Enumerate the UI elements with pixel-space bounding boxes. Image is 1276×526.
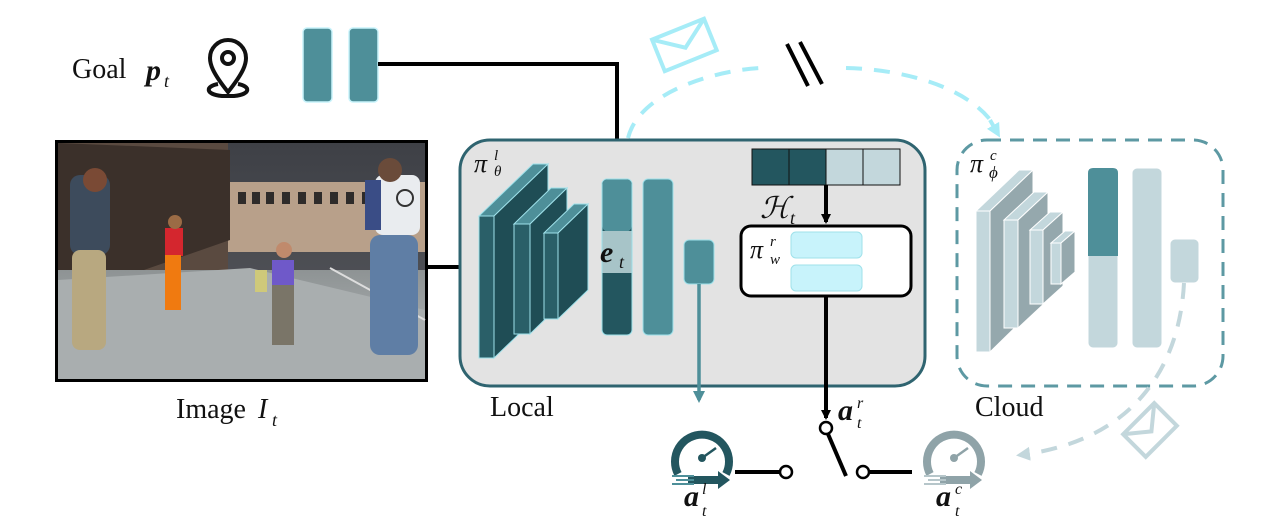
- goal-to-embedding-arrow: [378, 62, 622, 170]
- cloud-hidden-layer-bar: [1131, 167, 1163, 349]
- local-label: Local: [490, 392, 554, 423]
- cloud-embedding-bar: [1087, 167, 1119, 349]
- svg-text:Local: Local: [490, 392, 554, 423]
- svg-text:t: t: [790, 208, 796, 228]
- embedding-bar: e t: [600, 178, 633, 336]
- goal-encoder-bar-1: [302, 27, 333, 103]
- svg-text:θ: θ: [494, 164, 502, 180]
- svg-text:c: c: [990, 148, 997, 164]
- svg-text:π: π: [474, 149, 488, 178]
- svg-text:l: l: [494, 148, 498, 164]
- svg-text:Image: Image: [176, 394, 246, 425]
- svg-text:p: p: [143, 54, 161, 87]
- svg-text:l: l: [702, 481, 707, 498]
- action-cloud-label: a c t: [936, 480, 962, 520]
- history-buffer: [751, 148, 901, 186]
- local-action-head: [683, 239, 715, 285]
- switch-icon: [735, 420, 912, 480]
- speedometer-icon: [923, 430, 985, 489]
- local-cnn-encoder: [477, 162, 590, 360]
- link-broken-icon: [785, 41, 824, 87]
- local-policy-label: π l θ: [474, 148, 502, 180]
- cloud-cnn-encoder: [974, 168, 1077, 354]
- svg-text:r: r: [857, 395, 864, 412]
- svg-text:c: c: [955, 481, 962, 498]
- location-pin-icon: [206, 38, 250, 98]
- svg-text:r: r: [770, 234, 776, 250]
- speedometer-icon: [671, 430, 733, 489]
- cloud-label: Cloud: [975, 392, 1043, 423]
- svg-text:t: t: [619, 252, 625, 272]
- svg-text:a: a: [684, 480, 699, 513]
- svg-text:ℋ: ℋ: [760, 192, 794, 225]
- camera-image: [55, 140, 428, 382]
- router-policy-label: π r w: [750, 234, 780, 268]
- svg-text:t: t: [955, 503, 960, 520]
- upload-arc-arrow: [626, 66, 1000, 139]
- envelope-icon: [649, 16, 720, 74]
- svg-text:e: e: [600, 236, 613, 269]
- svg-text:a: a: [936, 480, 951, 513]
- envelope-icon: [1120, 400, 1180, 460]
- router-layer-1: [790, 231, 863, 259]
- goal-label: Goal p t: [72, 54, 170, 91]
- router-layer-2: [790, 264, 863, 292]
- history-label: ℋ t: [760, 192, 796, 228]
- svg-text:t: t: [857, 415, 862, 432]
- svg-text:a: a: [838, 394, 853, 427]
- image-label: Image I t: [176, 394, 278, 430]
- svg-text:Goal: Goal: [72, 54, 127, 85]
- svg-text:ϕ: ϕ: [989, 163, 998, 182]
- svg-text:t: t: [702, 503, 707, 520]
- cloud-to-action-arrow: [1016, 282, 1186, 461]
- hidden-layer-bar: [642, 178, 674, 336]
- svg-text:w: w: [770, 252, 780, 268]
- cloud-action-head: [1169, 238, 1200, 284]
- svg-text:I: I: [257, 394, 269, 425]
- svg-text:t: t: [272, 410, 278, 430]
- svg-text:π: π: [970, 149, 984, 178]
- svg-text:Cloud: Cloud: [975, 392, 1043, 423]
- cloud-panel: [955, 138, 1225, 388]
- cloud-policy-label: π c ϕ: [970, 148, 998, 182]
- action-local-label: a l t: [684, 480, 707, 520]
- svg-text:t: t: [164, 71, 170, 91]
- action-router-label: a r t: [838, 394, 864, 432]
- goal-encoder-bar-2: [348, 27, 379, 103]
- svg-text:π: π: [750, 235, 764, 264]
